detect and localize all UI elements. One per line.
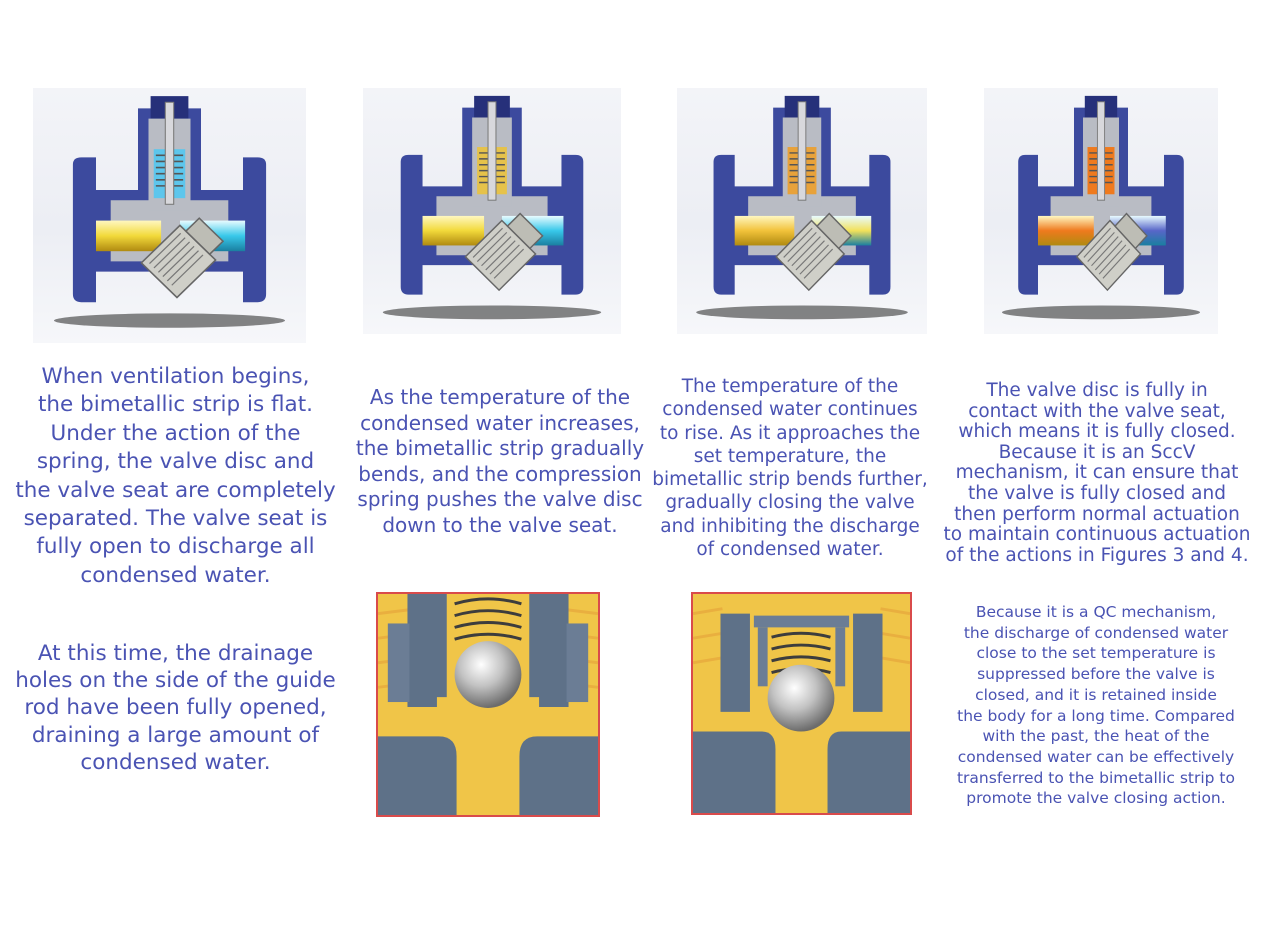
- caption-line: condensed water.: [80, 749, 271, 775]
- caption-line: promote the valve closing action.: [966, 789, 1226, 808]
- qc-mechanism-caption: Because it is a QC mechanism, the dischar…: [941, 602, 1251, 809]
- caption-line: the valve is fully closed and: [968, 482, 1226, 504]
- caption-line: of the actions in Figures 3 and 4.: [945, 544, 1249, 566]
- caption-line: transferred to the bimetallic strip to: [956, 768, 1235, 787]
- closeup-closing-disc: [691, 592, 912, 815]
- caption-line: holes on the side of the guide: [15, 668, 336, 694]
- caption-line: spring, the valve disc and: [36, 449, 315, 475]
- caption-line: At this time, the drainage: [37, 641, 314, 666]
- caption-line: condensed water increases,: [360, 410, 640, 435]
- valve-cutaway-drawing: [1002, 95, 1200, 320]
- caption-line: Because it is an SccV: [998, 441, 1196, 463]
- caption-line: and inhibiting the discharge: [660, 515, 920, 537]
- caption-line: set temperature, the: [693, 445, 887, 467]
- closeup-open-disc-drawing: [378, 594, 598, 815]
- caption-line: down to the valve seat.: [382, 512, 618, 537]
- caption-line: The temperature of the: [681, 376, 899, 397]
- valve-figure-1: [33, 88, 306, 343]
- caption-line: contact with the valve seat,: [968, 400, 1226, 422]
- closeup-closing-disc-drawing: [693, 594, 910, 813]
- valve-figure-3: [677, 88, 927, 334]
- caption-line: The valve disc is fully in: [986, 380, 1208, 401]
- closeup-open-disc: [376, 592, 600, 817]
- caption-line: rod have been fully opened,: [24, 695, 327, 721]
- caption-line: suppressed before the valve is: [977, 665, 1215, 684]
- caption-line: the bimetallic strip is flat.: [37, 392, 313, 418]
- caption-line: close to the set temperature is: [976, 644, 1216, 663]
- caption-line: bimetallic strip bends further,: [652, 469, 928, 491]
- caption-line: Because it is a QC mechanism,: [975, 603, 1217, 621]
- caption-line: the bimetallic strip gradually: [355, 436, 645, 460]
- caption-line: condensed water continues: [662, 399, 918, 421]
- caption-line: the valve seat are completely: [15, 477, 336, 503]
- caption-line: to maintain continuous actuation: [943, 524, 1251, 546]
- caption-line: separated. The valve seat is: [23, 506, 328, 532]
- caption-line: to rise. As it approaches the: [659, 422, 921, 444]
- stage-1-caption: When ventilation begins, the bimetallic s…: [4, 363, 347, 590]
- caption-line: fully open to discharge all: [36, 534, 315, 560]
- caption-line: the discharge of condensed water: [963, 623, 1229, 642]
- caption-line: then perform normal actuation: [954, 503, 1240, 525]
- caption-line: When ventilation begins,: [41, 364, 310, 389]
- valve-cutaway-drawing: [382, 95, 602, 320]
- caption-line: spring pushes the valve disc: [357, 487, 643, 511]
- caption-line: draining a large amount of: [31, 722, 320, 748]
- valve-figure-2: [363, 88, 621, 334]
- caption-line: condensed water can be effectively: [957, 747, 1235, 766]
- caption-line: the body for a long time. Compared: [957, 706, 1235, 725]
- valve-cutaway-drawing: [54, 96, 285, 328]
- caption-line: which means it is fully closed.: [958, 421, 1236, 443]
- caption-line: of condensed water.: [696, 539, 884, 561]
- valve-figure-4: [984, 88, 1218, 334]
- caption-line: gradually closing the valve: [665, 492, 915, 514]
- caption-line: with the past, the heat of the: [982, 727, 1210, 746]
- caption-line: Under the action of the: [50, 420, 301, 446]
- valve-cutaway-drawing: [696, 95, 908, 320]
- caption-line: condensed water.: [80, 562, 271, 588]
- caption-line: mechanism, it can ensure that: [955, 462, 1239, 484]
- caption-line: As the temperature of the: [369, 385, 631, 409]
- caption-line: bends, and the compression: [358, 461, 642, 486]
- caption-line: closed, and it is retained inside: [975, 685, 1217, 704]
